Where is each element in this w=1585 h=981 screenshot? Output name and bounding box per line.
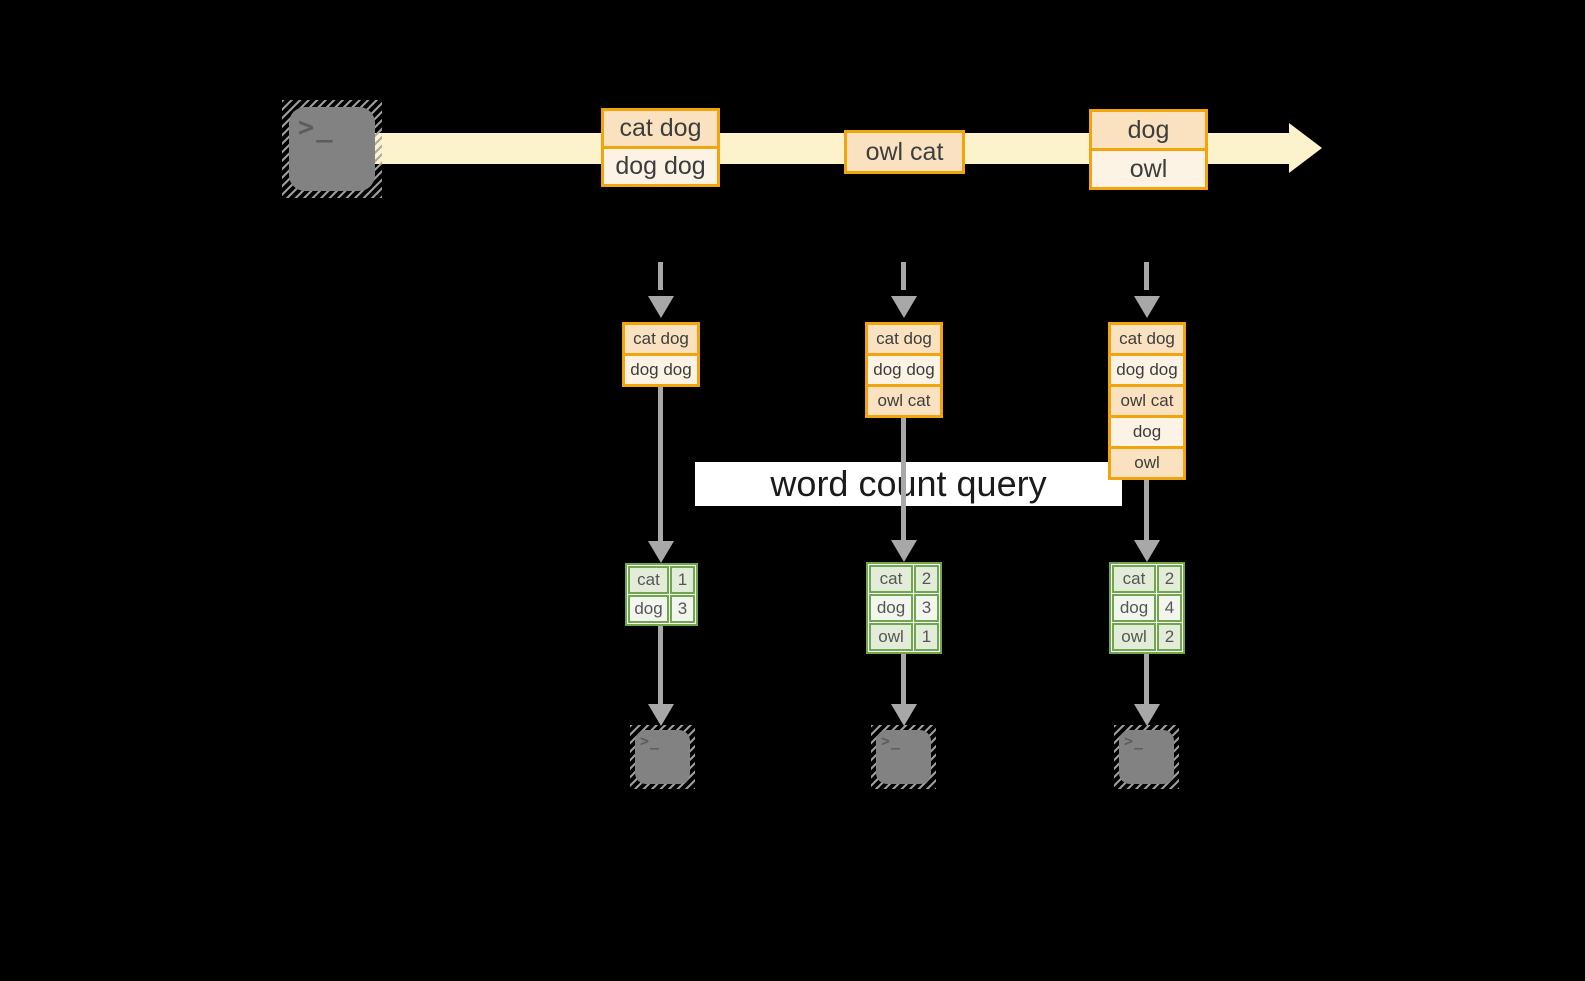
buffer-item: dog dog xyxy=(625,353,697,384)
sink-terminal-icon-2: >_ xyxy=(871,725,936,789)
terminal-screen xyxy=(289,107,375,191)
buffer-item: dog dog xyxy=(868,353,940,384)
buffer-item: cat dog xyxy=(625,325,697,353)
connector-line xyxy=(901,418,906,540)
connector-line xyxy=(1144,480,1149,540)
terminal-prompt-glyph: >_ xyxy=(298,112,335,143)
stream-arrowhead-icon xyxy=(1289,123,1322,173)
output-line xyxy=(1144,654,1149,704)
buffer-item: dog xyxy=(1111,415,1183,446)
message-box-3: dog owl xyxy=(1089,109,1208,190)
output-arrowhead-icon xyxy=(648,704,674,726)
buffer-stack-1: cat dog dog dog xyxy=(622,322,700,387)
word-cell: dog xyxy=(628,595,669,623)
count-cell: 3 xyxy=(914,594,939,622)
terminal-prompt-glyph: >_ xyxy=(1124,732,1145,750)
buffer-item: cat dog xyxy=(1111,325,1183,353)
output-line xyxy=(658,626,663,704)
buffer-stack-2: cat dog dog dog owl cat xyxy=(865,322,943,418)
terminal-prompt-glyph: >_ xyxy=(640,732,661,750)
terminal-screen xyxy=(1119,730,1174,784)
ingest-arrow-dash xyxy=(901,262,906,290)
word-cell: owl xyxy=(1112,623,1156,651)
message-line: owl cat xyxy=(847,133,962,171)
ingest-arrowhead-icon xyxy=(1134,296,1160,318)
word-cell: cat xyxy=(1112,565,1156,593)
buffer-item: owl cat xyxy=(1111,384,1183,415)
buffer-item: owl xyxy=(1111,446,1183,477)
connector-arrowhead-icon xyxy=(648,541,674,563)
word-cell: cat xyxy=(869,565,913,593)
count-cell: 2 xyxy=(1157,565,1182,593)
message-line: owl xyxy=(1092,148,1205,187)
buffer-item: owl cat xyxy=(868,384,940,415)
buffer-stack-3: cat dog dog dog owl cat dog owl xyxy=(1108,322,1186,480)
terminal-screen xyxy=(876,730,931,784)
word-count-table-2: cat 2 dog 3 owl 1 xyxy=(866,562,942,654)
sink-terminal-icon-3: >_ xyxy=(1114,725,1179,789)
ingest-arrow-dash xyxy=(1144,262,1149,290)
count-cell: 1 xyxy=(670,566,695,594)
word-count-table-1: cat 1 dog 3 xyxy=(625,563,698,626)
ingest-arrowhead-icon xyxy=(648,296,674,318)
word-cell: dog xyxy=(1112,594,1156,622)
word-cell: owl xyxy=(869,623,913,651)
word-count-table-3: cat 2 dog 4 owl 2 xyxy=(1109,562,1185,654)
count-cell: 4 xyxy=(1157,594,1182,622)
query-banner-label: word count query xyxy=(770,463,1047,504)
word-cell: cat xyxy=(628,566,669,594)
count-cell: 2 xyxy=(914,565,939,593)
count-cell: 1 xyxy=(914,623,939,651)
message-box-1: cat dog dog dog xyxy=(601,108,720,187)
output-arrowhead-icon xyxy=(1134,704,1160,726)
output-line xyxy=(901,654,906,704)
message-line: dog xyxy=(1092,112,1205,148)
message-box-2: owl cat xyxy=(844,130,965,174)
message-line: dog dog xyxy=(604,146,717,184)
terminal-prompt-glyph: >_ xyxy=(881,732,902,750)
connector-line xyxy=(658,387,663,541)
connector-arrowhead-icon xyxy=(1134,540,1160,562)
query-banner: word count query xyxy=(695,462,1122,506)
buffer-item: dog dog xyxy=(1111,353,1183,384)
ingest-arrow-dash xyxy=(658,262,663,290)
buffer-item: cat dog xyxy=(868,325,940,353)
terminal-screen xyxy=(635,730,690,784)
sink-terminal-icon-1: >_ xyxy=(630,725,695,789)
message-line: cat dog xyxy=(604,111,717,146)
connector-arrowhead-icon xyxy=(891,540,917,562)
source-terminal-icon: >_ xyxy=(282,100,382,198)
output-arrowhead-icon xyxy=(891,704,917,726)
count-cell: 3 xyxy=(670,595,695,623)
ingest-arrowhead-icon xyxy=(891,296,917,318)
count-cell: 2 xyxy=(1157,623,1182,651)
word-cell: dog xyxy=(869,594,913,622)
